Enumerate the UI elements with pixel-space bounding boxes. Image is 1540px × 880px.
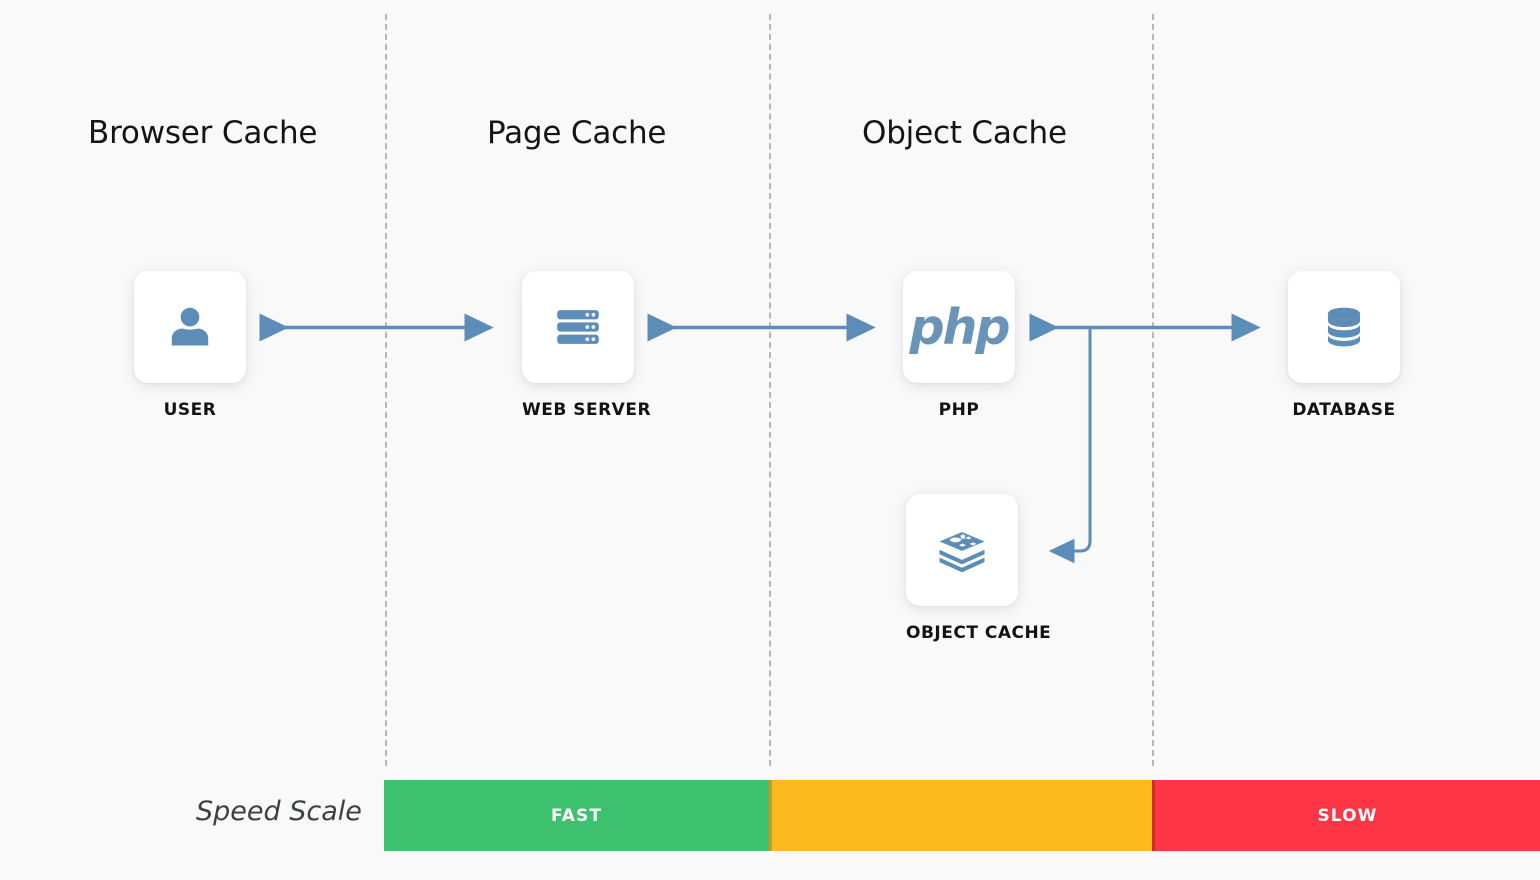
speed-segment-fast: FAST	[384, 780, 769, 851]
speed-scale-label: Speed Scale	[196, 796, 362, 827]
node-object-cache-card[interactable]	[906, 494, 1018, 606]
zone-divider-3	[1152, 14, 1154, 766]
connector-php-objectcache	[1048, 327, 1092, 564]
node-php-card[interactable]: php	[903, 271, 1015, 383]
node-object-cache-label: OBJECT CACHE	[906, 623, 1052, 643]
speed-scale-bar: FAST SLOW	[384, 780, 1540, 851]
php-logo-icon: php	[909, 298, 1010, 356]
user-icon	[171, 307, 209, 346]
node-database-card[interactable]	[1288, 271, 1400, 383]
node-user[interactable]: USER	[134, 271, 246, 420]
node-user-card[interactable]	[134, 271, 246, 383]
zone-title-page-cache: Page Cache	[487, 115, 667, 151]
node-php-label: PHP	[938, 400, 980, 420]
node-object-cache[interactable]: OBJECT CACHE	[906, 494, 1052, 643]
speed-segment-medium	[769, 780, 1152, 851]
speed-segment-slow: SLOW	[1152, 780, 1540, 851]
node-php[interactable]: php PHP	[903, 271, 1015, 420]
node-web-server-card[interactable]	[522, 271, 634, 383]
node-database[interactable]: DATABASE	[1288, 271, 1400, 420]
server-icon	[557, 310, 599, 344]
zone-title-object-cache: Object Cache	[862, 115, 1067, 151]
node-web-server-label: WEB SERVER	[522, 400, 652, 420]
zone-divider-1	[385, 14, 387, 766]
node-user-label: USER	[163, 400, 217, 420]
zone-divider-2	[769, 14, 771, 766]
database-icon	[1327, 307, 1361, 347]
object-cache-icon	[939, 532, 985, 573]
node-database-label: DATABASE	[1292, 400, 1396, 420]
zone-title-browser-cache: Browser Cache	[88, 115, 318, 151]
node-web-server[interactable]: WEB SERVER	[522, 271, 652, 420]
